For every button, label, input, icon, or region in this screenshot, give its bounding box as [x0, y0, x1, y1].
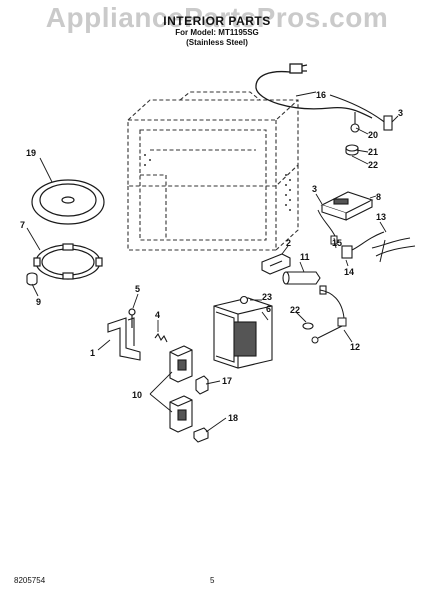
wire-harness-13 — [371, 237, 416, 263]
glass-turntable-tray — [31, 179, 105, 225]
page-number: 5 — [210, 576, 215, 585]
callout-9: 9 — [36, 297, 41, 307]
high-voltage-diode — [311, 289, 347, 344]
wire-harness-top — [329, 94, 393, 156]
switch-clip-18 — [193, 427, 209, 443]
thermistor — [341, 231, 385, 259]
interlock-switch-lower — [169, 395, 193, 433]
callout-19: 19 — [26, 148, 36, 158]
diagram-title: INTERIOR PARTS — [163, 14, 271, 28]
color-line: (Stainless Steel) — [186, 38, 248, 47]
callout-10: 10 — [132, 390, 142, 400]
callout-13: 13 — [376, 212, 386, 222]
callout-6: 6 — [266, 304, 271, 314]
callout-3-top: 3 — [398, 108, 403, 118]
roller-ring-support — [33, 243, 103, 280]
callout-20: 20 — [368, 130, 378, 140]
callout-4: 4 — [155, 310, 160, 320]
callout-1: 1 — [90, 348, 95, 358]
callout-labels: 16 3 20 21 22 19 7 9 3 8 13 15 14 2 11 1… — [20, 90, 403, 423]
power-cord — [255, 63, 373, 119]
switch-clip-17 — [195, 375, 209, 395]
oven-cavity-outline — [127, 91, 299, 251]
transformer-screw — [239, 295, 249, 305]
callout-15: 15 — [332, 238, 342, 248]
leader-lines — [26, 91, 399, 433]
callout-14: 14 — [344, 267, 354, 277]
callout-5: 5 — [135, 284, 140, 294]
callout-22-bottom: 22 — [290, 305, 300, 315]
callout-23: 23 — [262, 292, 272, 302]
callout-11: 11 — [300, 252, 310, 262]
callout-12: 12 — [350, 342, 360, 352]
high-voltage-transformer — [213, 297, 273, 369]
bracket-screw — [128, 308, 136, 328]
high-voltage-capacitor — [282, 271, 327, 295]
door-interlock-bracket — [107, 317, 141, 361]
mounting-bracket — [261, 253, 291, 275]
callout-3-mid: 3 — [312, 184, 317, 194]
document-number: 8205754 — [14, 576, 46, 585]
callout-21: 21 — [368, 147, 378, 157]
model-line: For Model: MT1195SG — [175, 28, 259, 37]
callout-22-top: 22 — [368, 160, 378, 170]
turntable-coupler — [26, 272, 38, 286]
interlock-switch-upper — [169, 345, 193, 383]
watermark-text: AppliancePartsPros.com — [45, 2, 389, 33]
mounting-nut — [302, 322, 314, 330]
callout-7: 7 — [20, 220, 25, 230]
sensor-cover-assembly — [320, 191, 374, 221]
callout-16: 16 — [316, 90, 326, 100]
callout-18: 18 — [228, 413, 238, 423]
cavity-vent-dots — [144, 154, 291, 211]
callout-8: 8 — [376, 192, 381, 202]
callout-17: 17 — [222, 376, 232, 386]
interlock-spring — [154, 332, 168, 343]
callout-2: 2 — [286, 238, 291, 248]
